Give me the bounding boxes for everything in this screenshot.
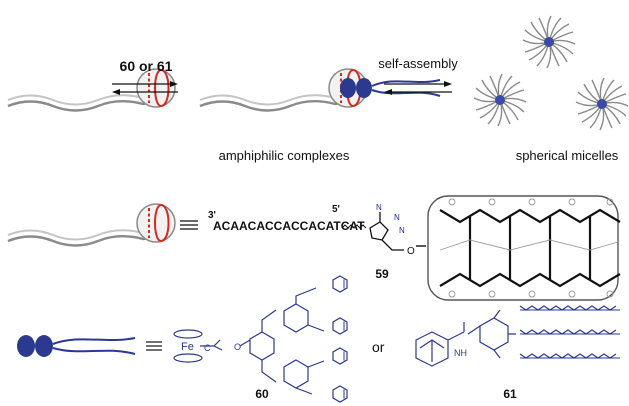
oxygen-label: O [407,246,415,257]
prime-5-label: 5' [332,204,340,215]
prime-3-label: 3' [208,210,216,221]
equilibrium-arrow-2 [384,81,452,95]
compound-60-structure [173,287,325,395]
amphiphilic-complex [198,67,441,112]
nh-label: NH [454,348,467,358]
ester-oxygen-label: O [234,342,241,352]
compound-61-structure [415,305,620,367]
equilibrium-arrow-1 [112,81,178,95]
equivalence-sign [180,220,198,230]
guest-icon [17,335,136,357]
svg-text:N: N [394,213,400,222]
svg-text:N: N [399,226,405,235]
compound-61-label: 61 [503,387,517,401]
caption-spherical-micelles: spherical micelles [516,148,619,163]
equivalence-sign-2 [146,341,162,351]
benzyl-rings-60 [332,275,348,403]
compound-59-label: 59 [375,267,389,281]
self-assembly-label: self-assembly [378,56,458,71]
arrow-label-guests: 60 or 61 [120,58,173,74]
micelles [473,15,629,131]
caption-amphiphilic-complexes: amphiphilic complexes [219,148,350,163]
fe-label: Fe [181,341,194,353]
cucurbituril [416,195,621,301]
svg-text:N: N [376,203,382,212]
dna-cb-free [6,67,177,112]
carbon-label: C [204,343,211,353]
linker-wavy [341,224,367,229]
triazole: N N N [369,203,405,251]
compound-60-label: 60 [255,387,269,401]
or-label: or [372,339,385,355]
dna-cb-icon [6,202,177,247]
dna-sequence: ACAACACCACCACATCAT [213,219,365,233]
